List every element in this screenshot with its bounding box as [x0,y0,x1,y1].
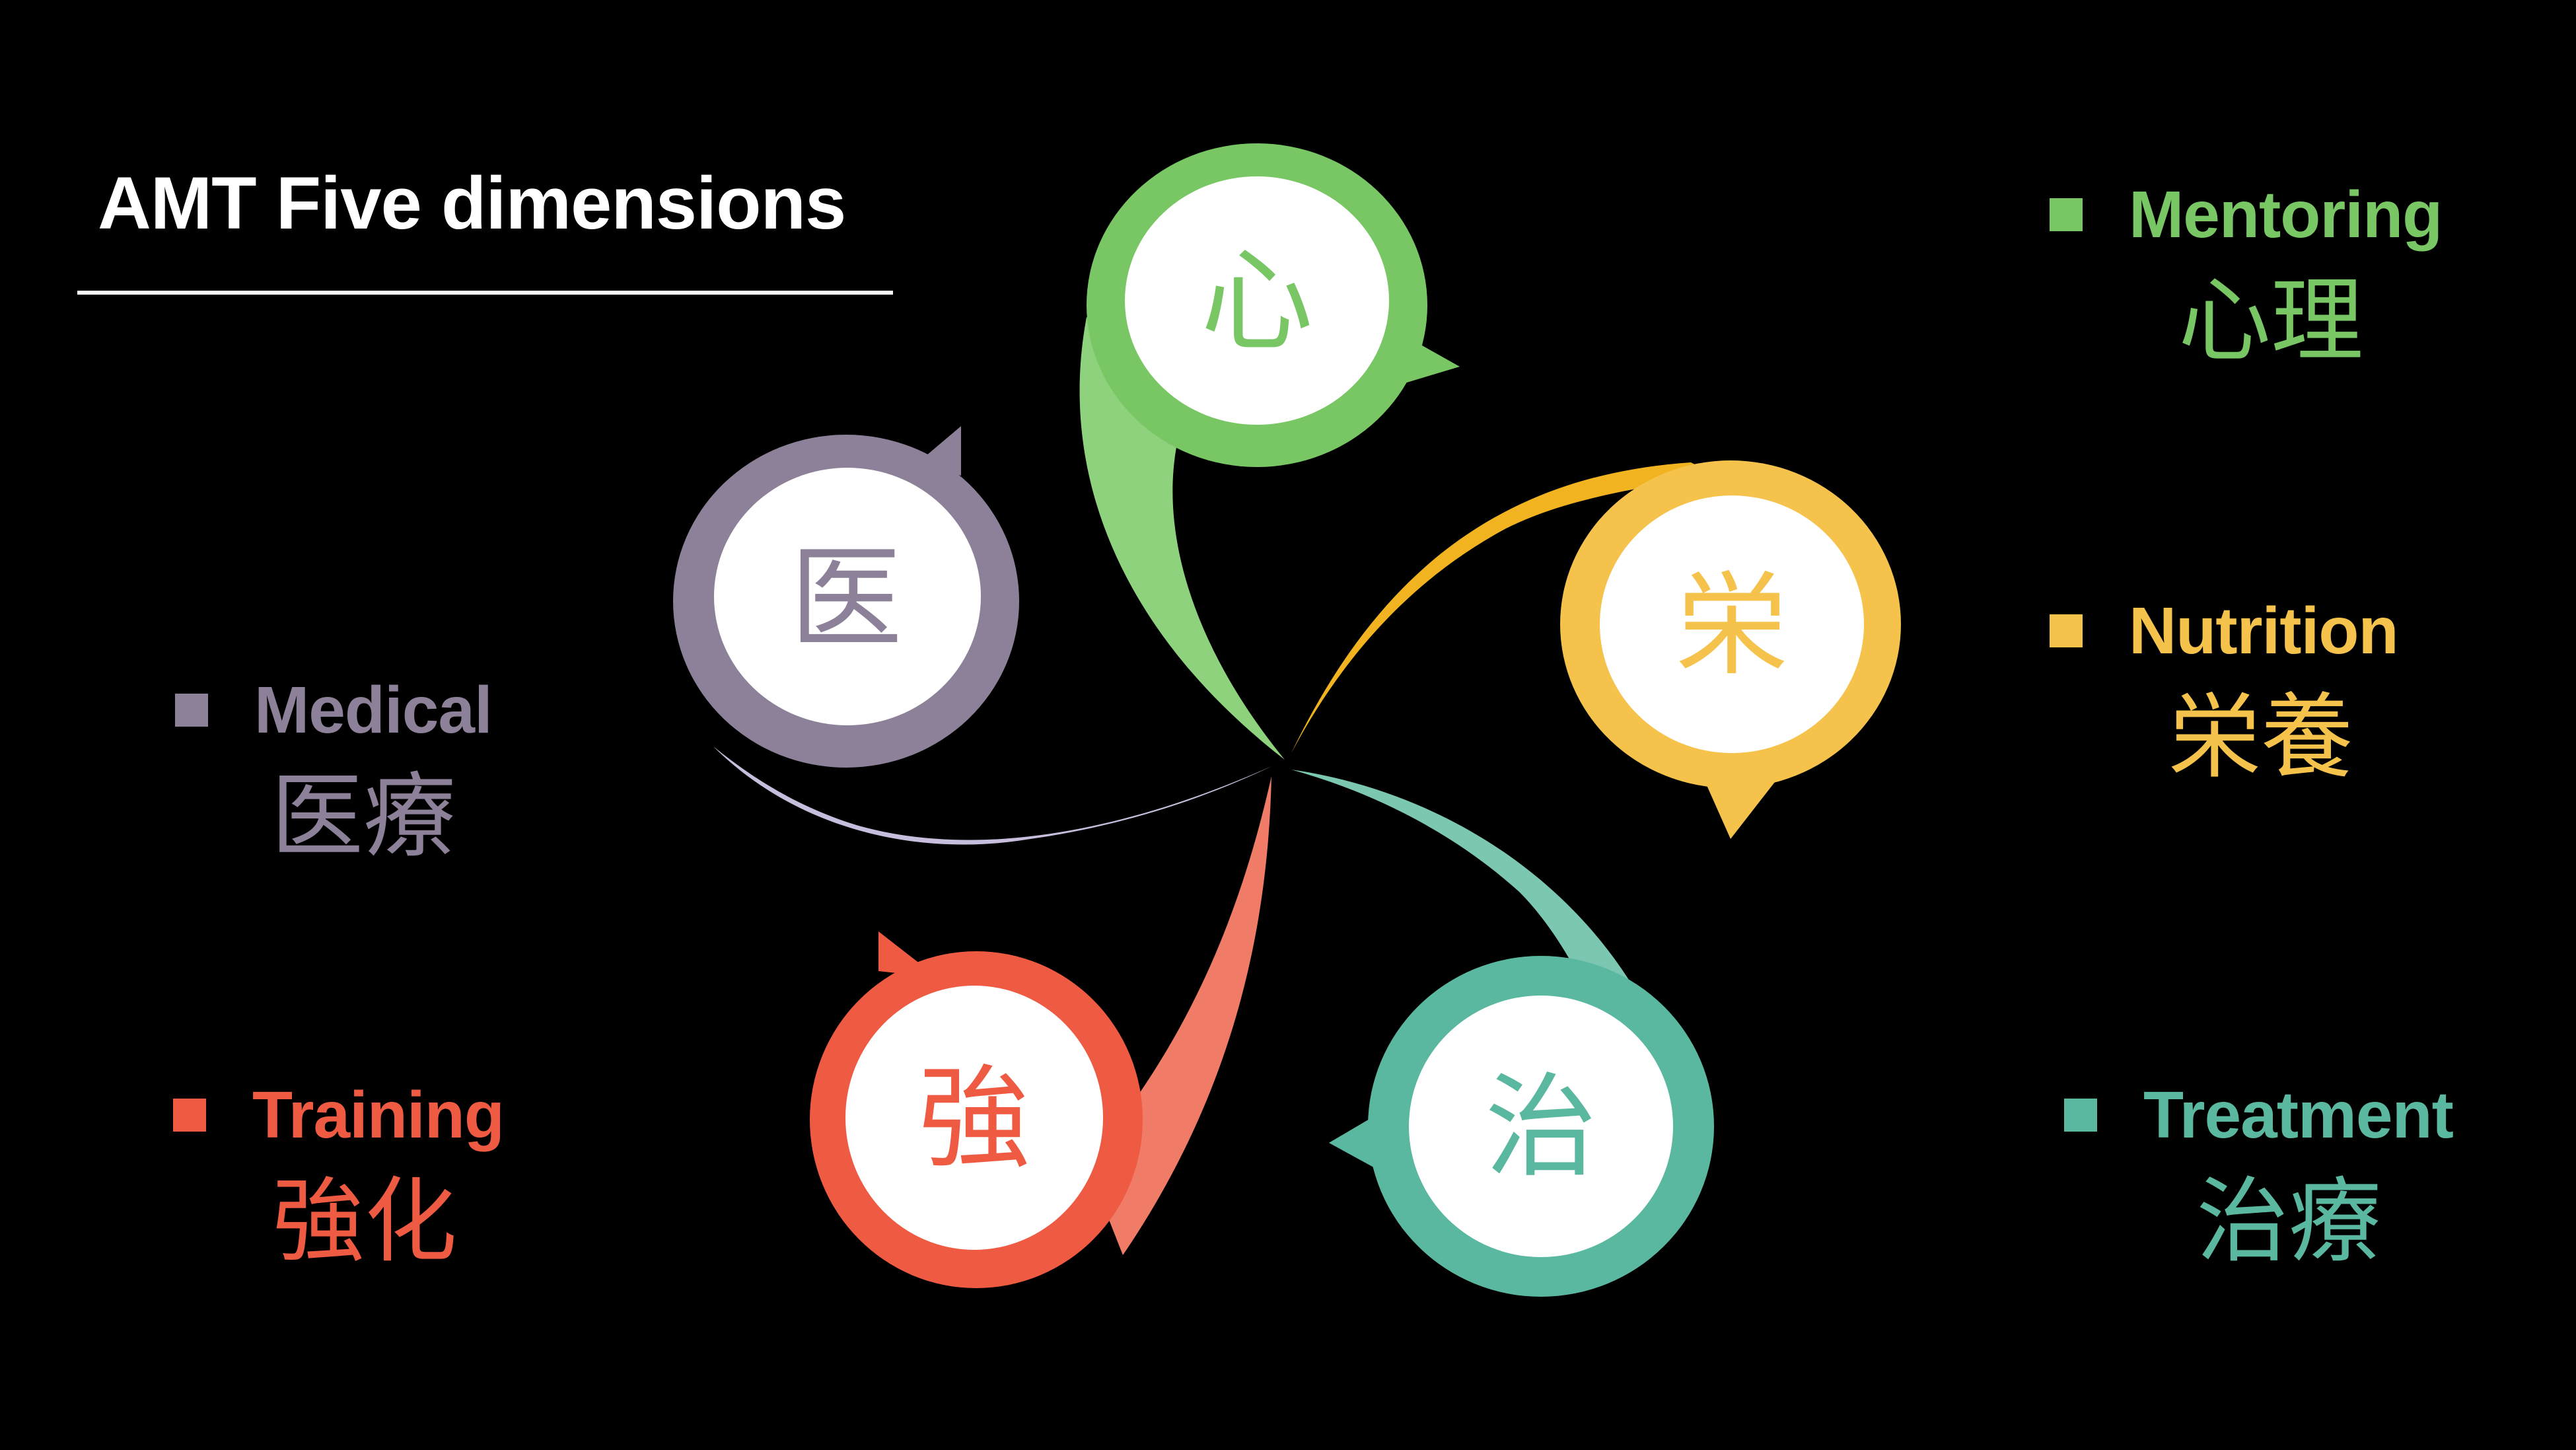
training-bullet-icon [173,1099,206,1132]
title-underline [77,291,893,295]
legend-nutrition: Nutrition 栄養 [2050,594,2399,791]
mentoring-label-jp: 心理 [2178,268,2364,375]
training-label-en: Training [252,1078,505,1152]
treatment-bullet-icon [2064,1099,2097,1132]
nutrition-tail [1291,462,1717,753]
treatment-label-jp: 治療 [2196,1168,2382,1276]
training-label-jp: 強化 [272,1168,458,1276]
training-circle-char: 強 [918,1054,1030,1184]
mentoring-tail [1079,317,1285,760]
treatment-bubble: 治 [1329,956,1714,1297]
nutrition-label-jp: 栄養 [2168,684,2354,791]
medical-bullet-icon [175,694,208,727]
medical-circle-char: 医 [790,534,902,665]
legend-medical: Medical 医療 [175,673,493,871]
training-bubble: 強 [810,931,1143,1288]
page-title: AMT Five dimensions [98,162,846,244]
medical-bubble: 医 [673,426,1019,768]
nutrition-circle-char: 栄 [1676,560,1788,691]
mentoring-bubble: 心 [1087,143,1460,467]
legend-mentoring: Mentoring 心理 [2050,178,2443,375]
treatment-label-en: Treatment [2143,1078,2454,1152]
mentoring-bullet-icon [2050,198,2083,231]
nutrition-label-en: Nutrition [2129,594,2399,668]
nutrition-bubble: 栄 [1560,460,1901,839]
legend-training: Training 強化 [173,1078,505,1276]
treatment-circle-char: 治 [1485,1062,1597,1193]
legend-treatment: Treatment 治療 [2064,1078,2454,1276]
nutrition-bullet-icon [2050,614,2083,647]
medical-label-jp: 医療 [271,763,456,871]
mentoring-label-en: Mentoring [2129,178,2443,252]
medical-tail [713,746,1271,845]
mentoring-circle-char: 心 [1201,236,1313,367]
medical-label-en: Medical [254,673,493,747]
